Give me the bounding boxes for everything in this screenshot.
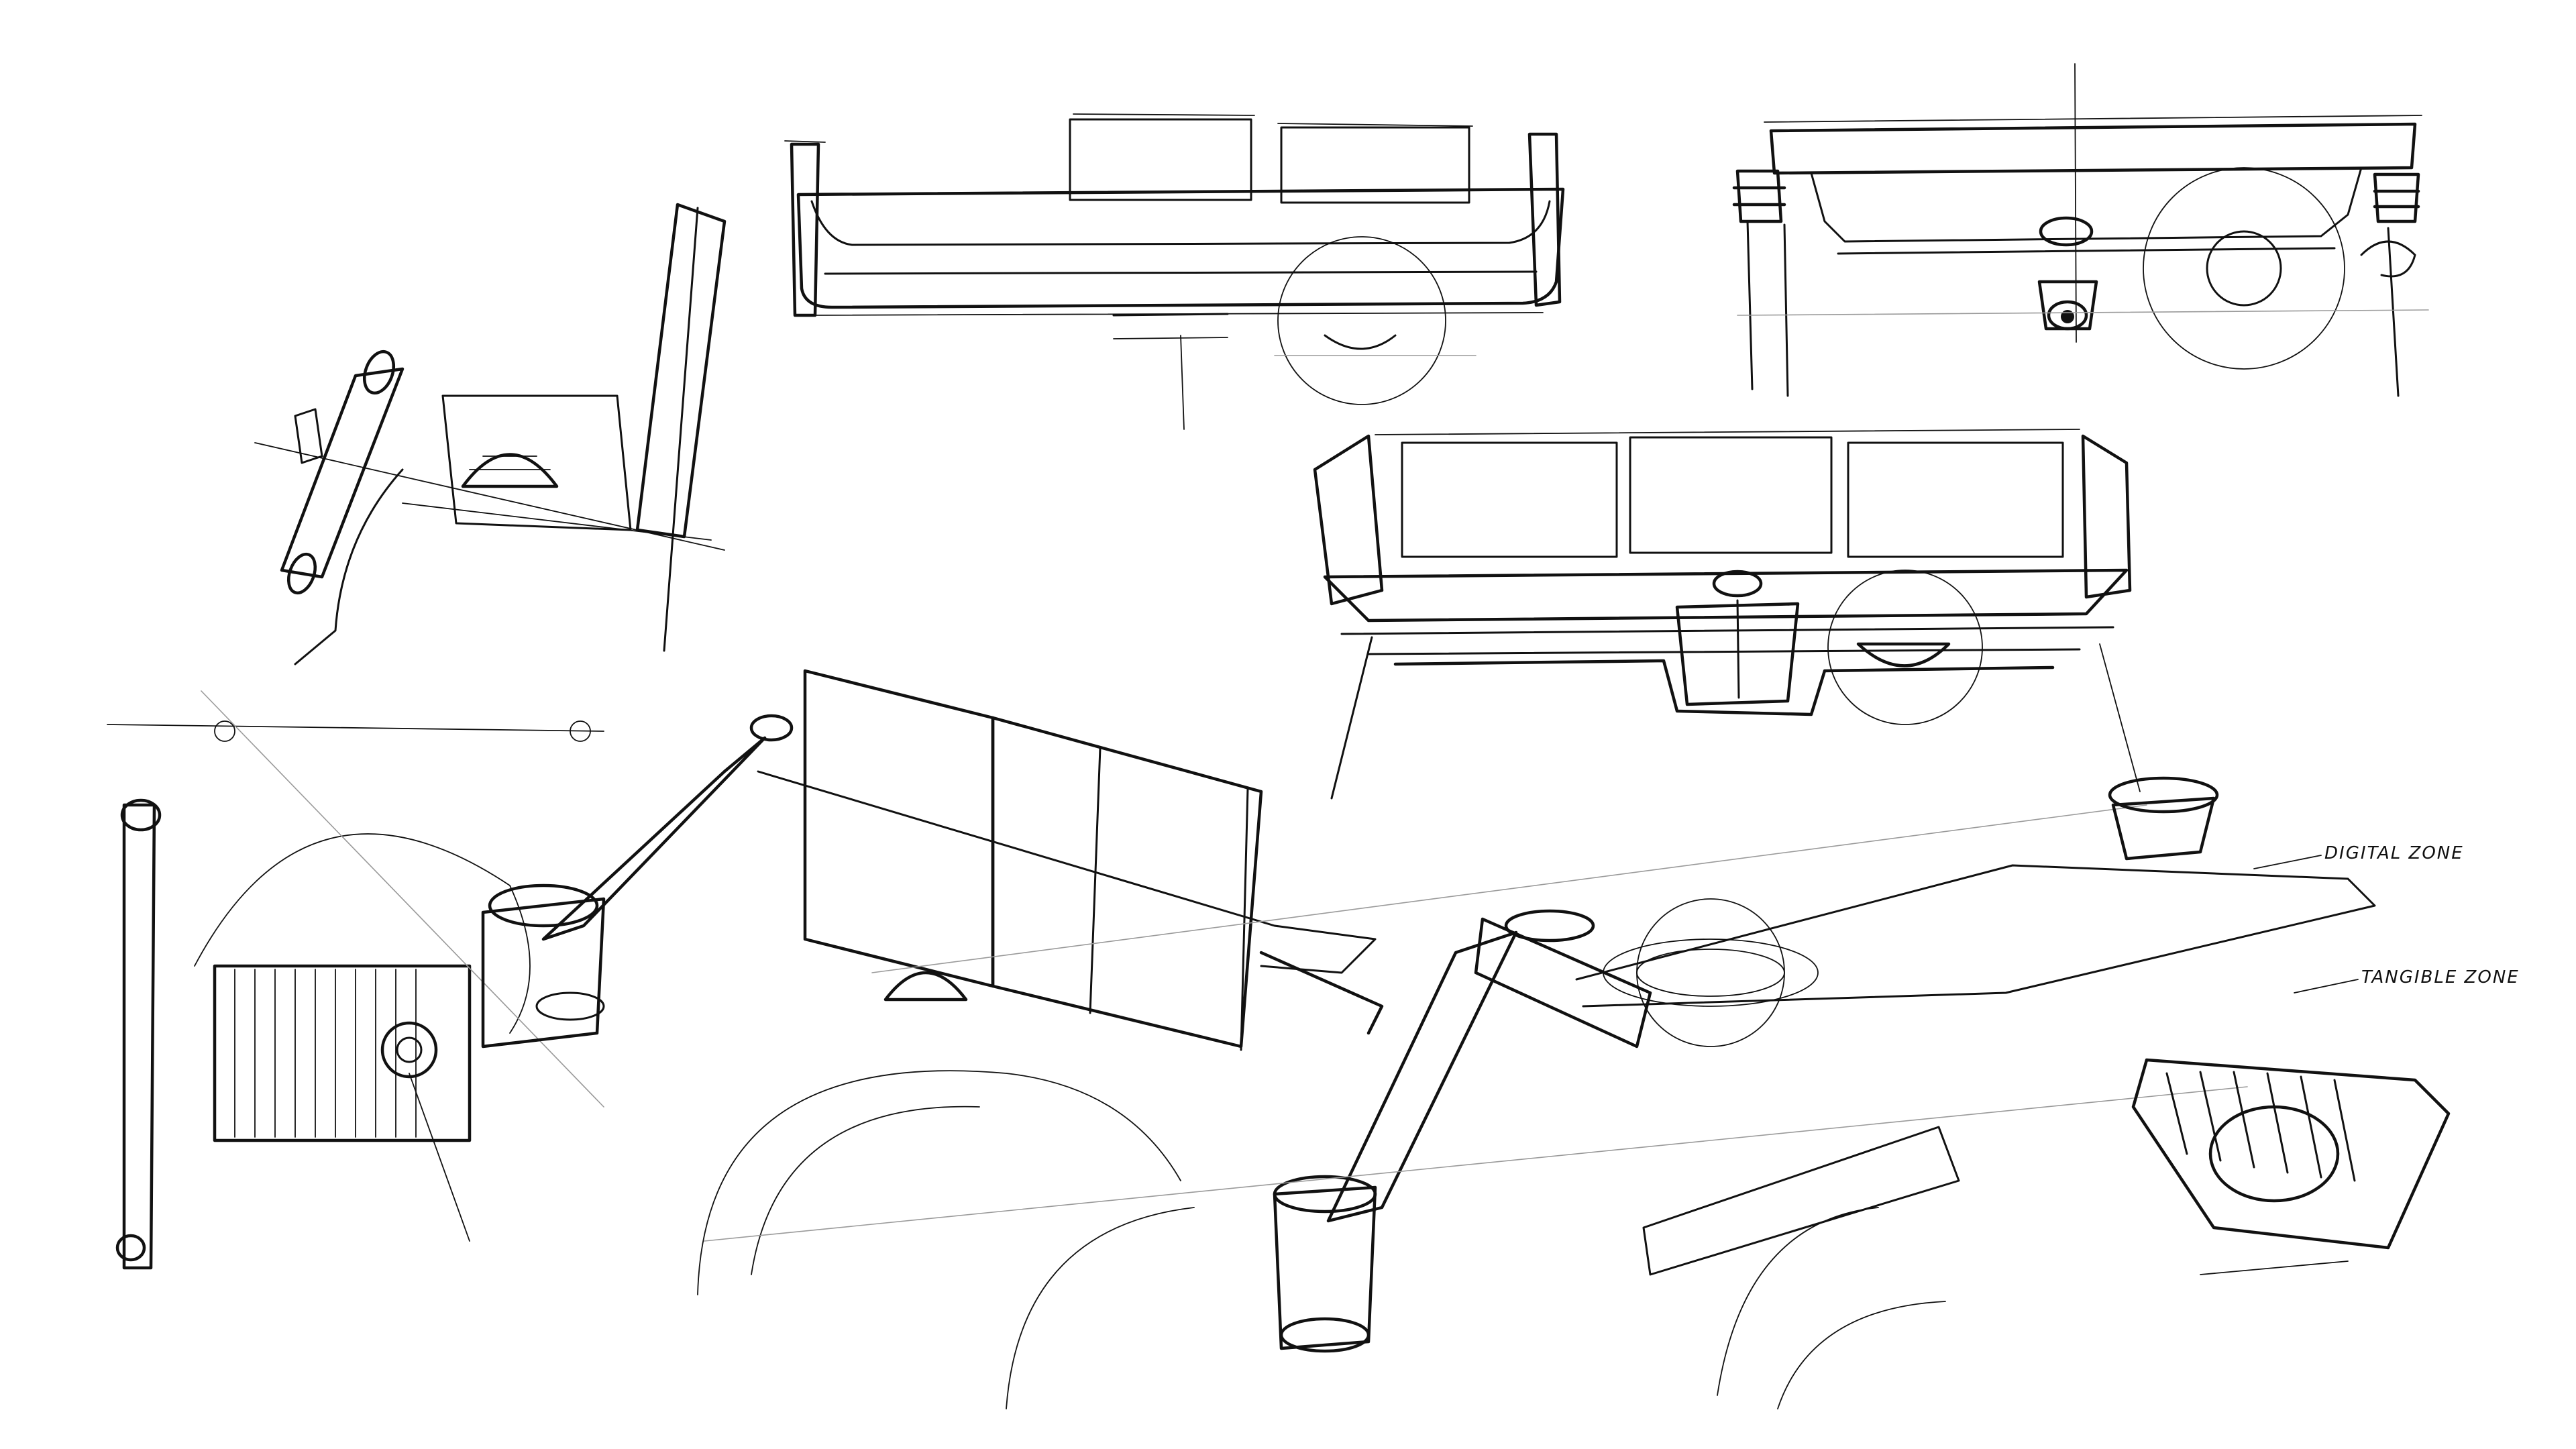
front-elevation-sketch	[784, 113, 1565, 430]
rear-elevation-sketch	[1732, 63, 2429, 397]
ribbed-drum	[213, 964, 472, 1142]
bench-cushion-3	[1847, 441, 2064, 558]
seat-body	[796, 187, 1565, 309]
right-cup-holder	[2111, 796, 2216, 861]
dome-light	[883, 971, 968, 1002]
bench-cushion-2	[1629, 436, 1833, 554]
console-zone-sketch	[1575, 776, 2451, 1409]
tangible-controls	[2131, 1058, 2451, 1250]
perspective-bench-sketch	[1313, 429, 2141, 800]
back-panel-1	[803, 669, 995, 988]
side-wheel-arc	[461, 453, 559, 488]
main-perspective-sketch	[481, 669, 2248, 1409]
backrest-panel-left	[1069, 118, 1252, 201]
drum-detail-sketch	[107, 690, 604, 1270]
label-tangible-zone: TANGIBLE ZONE	[2361, 967, 2520, 987]
front-cup-holder	[1273, 1185, 1377, 1350]
vertical-post	[122, 803, 156, 1270]
bench-hub	[1675, 602, 1800, 706]
left-cup-holder	[481, 897, 606, 1049]
side-cylinder	[280, 367, 405, 579]
side-view-sketch	[254, 203, 727, 665]
side-backrest	[635, 203, 727, 539]
bench-cushion-1	[1401, 441, 1618, 558]
backrest-panel-right	[1280, 126, 1470, 204]
label-digital-zone: DIGITAL ZONE	[2324, 843, 2464, 863]
rear-roof-panel	[1769, 122, 2417, 175]
